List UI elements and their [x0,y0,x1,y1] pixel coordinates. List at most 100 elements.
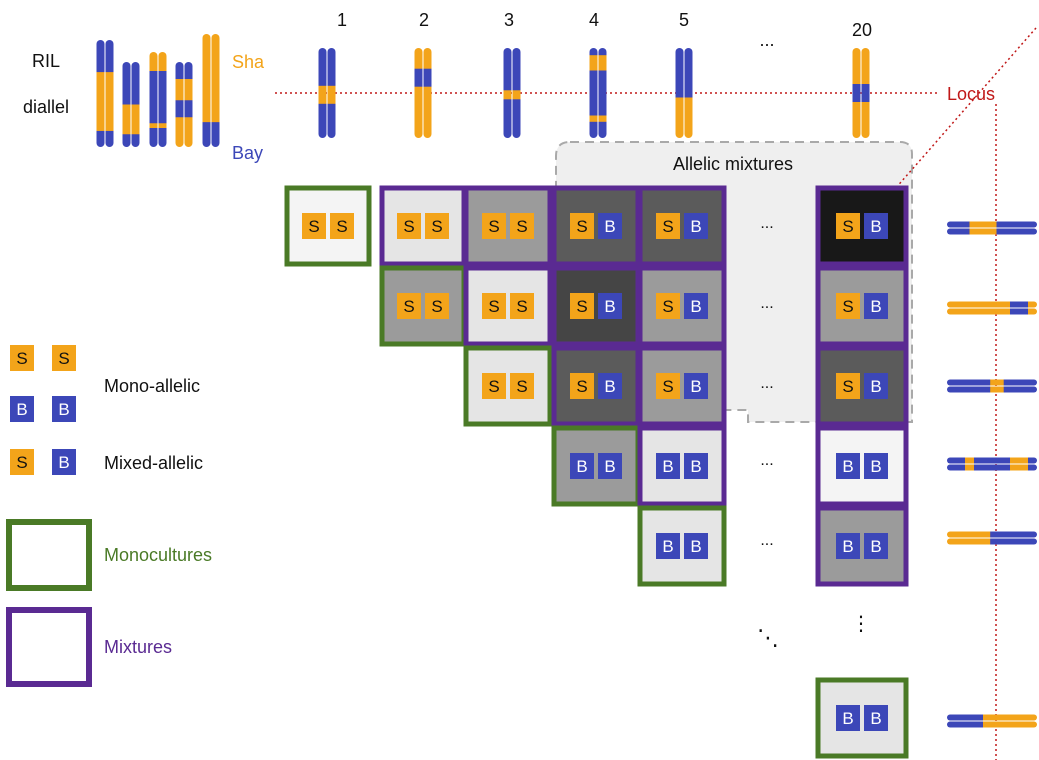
header-ellipsis: ... [759,30,774,50]
row-chromosome-2 [947,301,1037,315]
ril-label-line1: RIL [32,51,60,71]
svg-text:S: S [431,217,442,236]
ril-chromosome-3 [149,52,167,147]
legend-mixture-box [6,607,92,687]
cell-r2-c5-allele-2: B [684,293,708,319]
ril-label-line2: diallel [23,97,69,117]
svg-text:S: S [576,297,587,316]
line-chromosome-20 [852,48,870,138]
cell-r2-c4-allele-2: B [598,293,622,319]
svg-text:S: S [488,377,499,396]
cell-r4-c20-allele-1: B [836,453,860,479]
cell-r2-c20-allele-1: S [836,293,860,319]
svg-text:B: B [870,297,881,316]
legend-ss-allele-2: S [52,345,76,371]
legend-monoculture-box [6,519,92,591]
svg-text:B: B [842,709,853,728]
cell-r5-c20-allele-2: B [864,533,888,559]
svg-text:B: B [662,457,673,476]
svg-text:S: S [488,217,499,236]
row-chromosome-3 [947,379,1037,393]
cell-r1-c3-allele-1: S [482,213,506,239]
legend-mono-allelic-label: Mono-allelic [104,376,200,396]
line-number-2: 2 [419,10,429,30]
svg-text:B: B [690,217,701,236]
ril-chromosome-group [96,34,220,147]
cell-r4-c5-allele-2: B [684,453,708,479]
svg-text:S: S [662,217,673,236]
cell-r4-c4-allele-1: B [570,453,594,479]
legend-monocultures-label: Monocultures [104,545,212,565]
svg-text:S: S [431,297,442,316]
line-chromosome-5 [675,48,693,138]
ril-chromosome-4 [175,62,193,147]
diagonal-ellipsis: ⋱ [757,625,779,650]
cell-r3-c20-allele-2: B [864,373,888,399]
cell-r2-c3-allele-2: S [510,293,534,319]
cell-r3-c3-allele-1: S [482,373,506,399]
cell-r5-c5-allele-1: B [656,533,680,559]
cell-r1-c20-allele-1: S [836,213,860,239]
svg-text:B: B [604,297,615,316]
cell-r5-c20-allele-1: B [836,533,860,559]
svg-text:S: S [16,349,27,368]
cell-r3-c4-allele-1: S [570,373,594,399]
svg-text:B: B [842,537,853,556]
svg-text:S: S [576,217,587,236]
allelic-mixtures-label: Allelic mixtures [673,154,793,174]
row-ellipsis-1: ... [760,215,773,232]
cell-r4-c4-allele-2: B [598,453,622,479]
cell-r2-c5-allele-1: S [656,293,680,319]
cell-r1-c5-allele-2: B [684,213,708,239]
legend-sb-allele-2: B [52,449,76,475]
cell-r1-c2-allele-1: S [397,213,421,239]
svg-text:S: S [308,217,319,236]
line-chromosome-1 [318,48,336,138]
svg-text:S: S [58,349,69,368]
legend-ss-allele-1: S [10,345,34,371]
svg-text:S: S [576,377,587,396]
line-chromosomes [318,48,870,138]
line-number-1: 1 [337,10,347,30]
svg-text:B: B [870,537,881,556]
cell-r1-c4-allele-1: S [570,213,594,239]
line-number-20: 20 [852,20,872,40]
svg-text:B: B [576,457,587,476]
row-chromosome-4 [947,457,1037,471]
legend-mixed-allelic-label: Mixed-allelic [104,453,203,473]
cell-r2-c4-allele-1: S [570,293,594,319]
row-chromosomes [947,221,1037,728]
row-chromosome-6 [947,714,1037,728]
cell-r1-c2-allele-2: S [425,213,449,239]
svg-text:B: B [662,537,673,556]
svg-text:S: S [488,297,499,316]
ril-chromosome-5 [202,34,220,147]
row-chromosome-5 [947,531,1037,545]
svg-text:B: B [604,377,615,396]
svg-text:B: B [58,453,69,472]
cell-r1-c5-allele-1: S [656,213,680,239]
cell-r3-c3-allele-2: S [510,373,534,399]
svg-text:S: S [516,217,527,236]
svg-text:S: S [403,297,414,316]
line-chromosome-2 [414,48,432,138]
legend-mixtures-label: Mixtures [104,637,172,657]
svg-text:S: S [403,217,414,236]
row-ellipsis-5: ... [760,532,773,549]
